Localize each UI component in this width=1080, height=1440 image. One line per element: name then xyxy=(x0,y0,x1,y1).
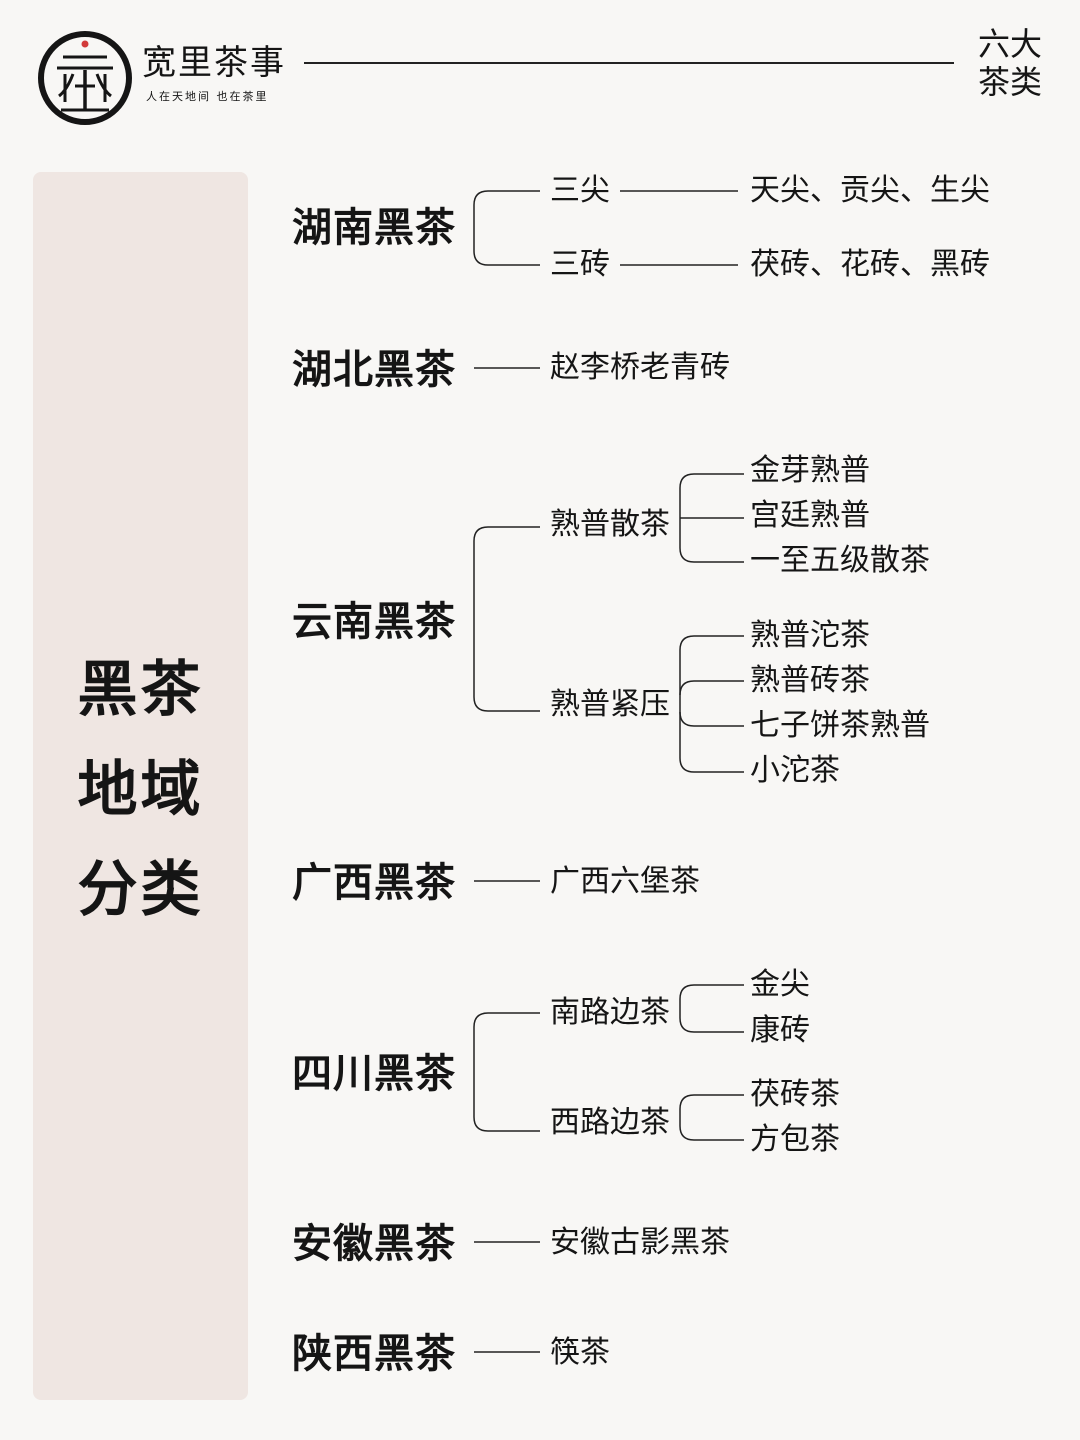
branch-node: 熟普紧压 xyxy=(550,687,670,722)
leaf-node: 康砖 xyxy=(750,1013,810,1048)
corner-title-line2: 茶类 xyxy=(977,63,1042,101)
side-title-line1: 黑茶 xyxy=(77,655,204,725)
corner-title-line1: 六大 xyxy=(977,25,1042,63)
side-title-line2: 地域 xyxy=(77,755,204,825)
leaf-node: 方包茶 xyxy=(750,1122,840,1157)
region-guangxi: 广西黑茶 xyxy=(292,859,456,906)
leaf-node: 安徽古影黑茶 xyxy=(550,1225,730,1260)
branch-node: 南路边茶 xyxy=(550,995,670,1030)
brand-slogan: 人在天地间 也在茶里 xyxy=(146,90,269,103)
leaf-node: 金芽熟普 xyxy=(750,453,870,488)
region-hubei: 湖北黑茶 xyxy=(292,346,456,393)
leaf-node: 天尖、贡尖、生尖 xyxy=(750,173,990,208)
leaf-node: 熟普沱茶 xyxy=(750,618,870,653)
region-sichuan: 四川黑茶 xyxy=(292,1050,456,1097)
leaf-node: 筷茶 xyxy=(550,1335,610,1370)
leaf-node: 广西六堡茶 xyxy=(550,864,700,899)
side-title-line3: 分类 xyxy=(77,855,204,925)
leaf-node: 宫廷熟普 xyxy=(750,498,870,533)
branch-node: 三尖 xyxy=(550,173,610,208)
tea-pavilion-logo-icon xyxy=(38,31,132,125)
leaf-node: 熟普砖茶 xyxy=(750,663,870,698)
brand-name: 宽里茶事 xyxy=(142,43,286,83)
leaf-node: 七子饼茶熟普 xyxy=(750,708,930,743)
branch-node: 熟普散茶 xyxy=(550,507,670,542)
region-anhui: 安徽黑茶 xyxy=(292,1220,456,1267)
side-title-panel: 黑茶 地域 分类 xyxy=(33,172,248,1400)
branch-node: 三砖 xyxy=(550,247,610,282)
leaf-node: 小沱茶 xyxy=(750,753,840,788)
header-divider xyxy=(304,62,954,64)
branch-node: 西路边茶 xyxy=(550,1105,670,1140)
region-shaanxi: 陕西黑茶 xyxy=(292,1330,456,1377)
region-hunan: 湖南黑茶 xyxy=(292,204,456,251)
leaf-node: 茯砖、花砖、黑砖 xyxy=(750,247,990,282)
region-yunnan: 云南黑茶 xyxy=(292,598,456,645)
leaf-node: 一至五级散茶 xyxy=(750,543,930,578)
leaf-node: 茯砖茶 xyxy=(750,1077,840,1112)
leaf-node: 赵李桥老青砖 xyxy=(550,350,730,385)
leaf-node: 金尖 xyxy=(750,967,810,1002)
